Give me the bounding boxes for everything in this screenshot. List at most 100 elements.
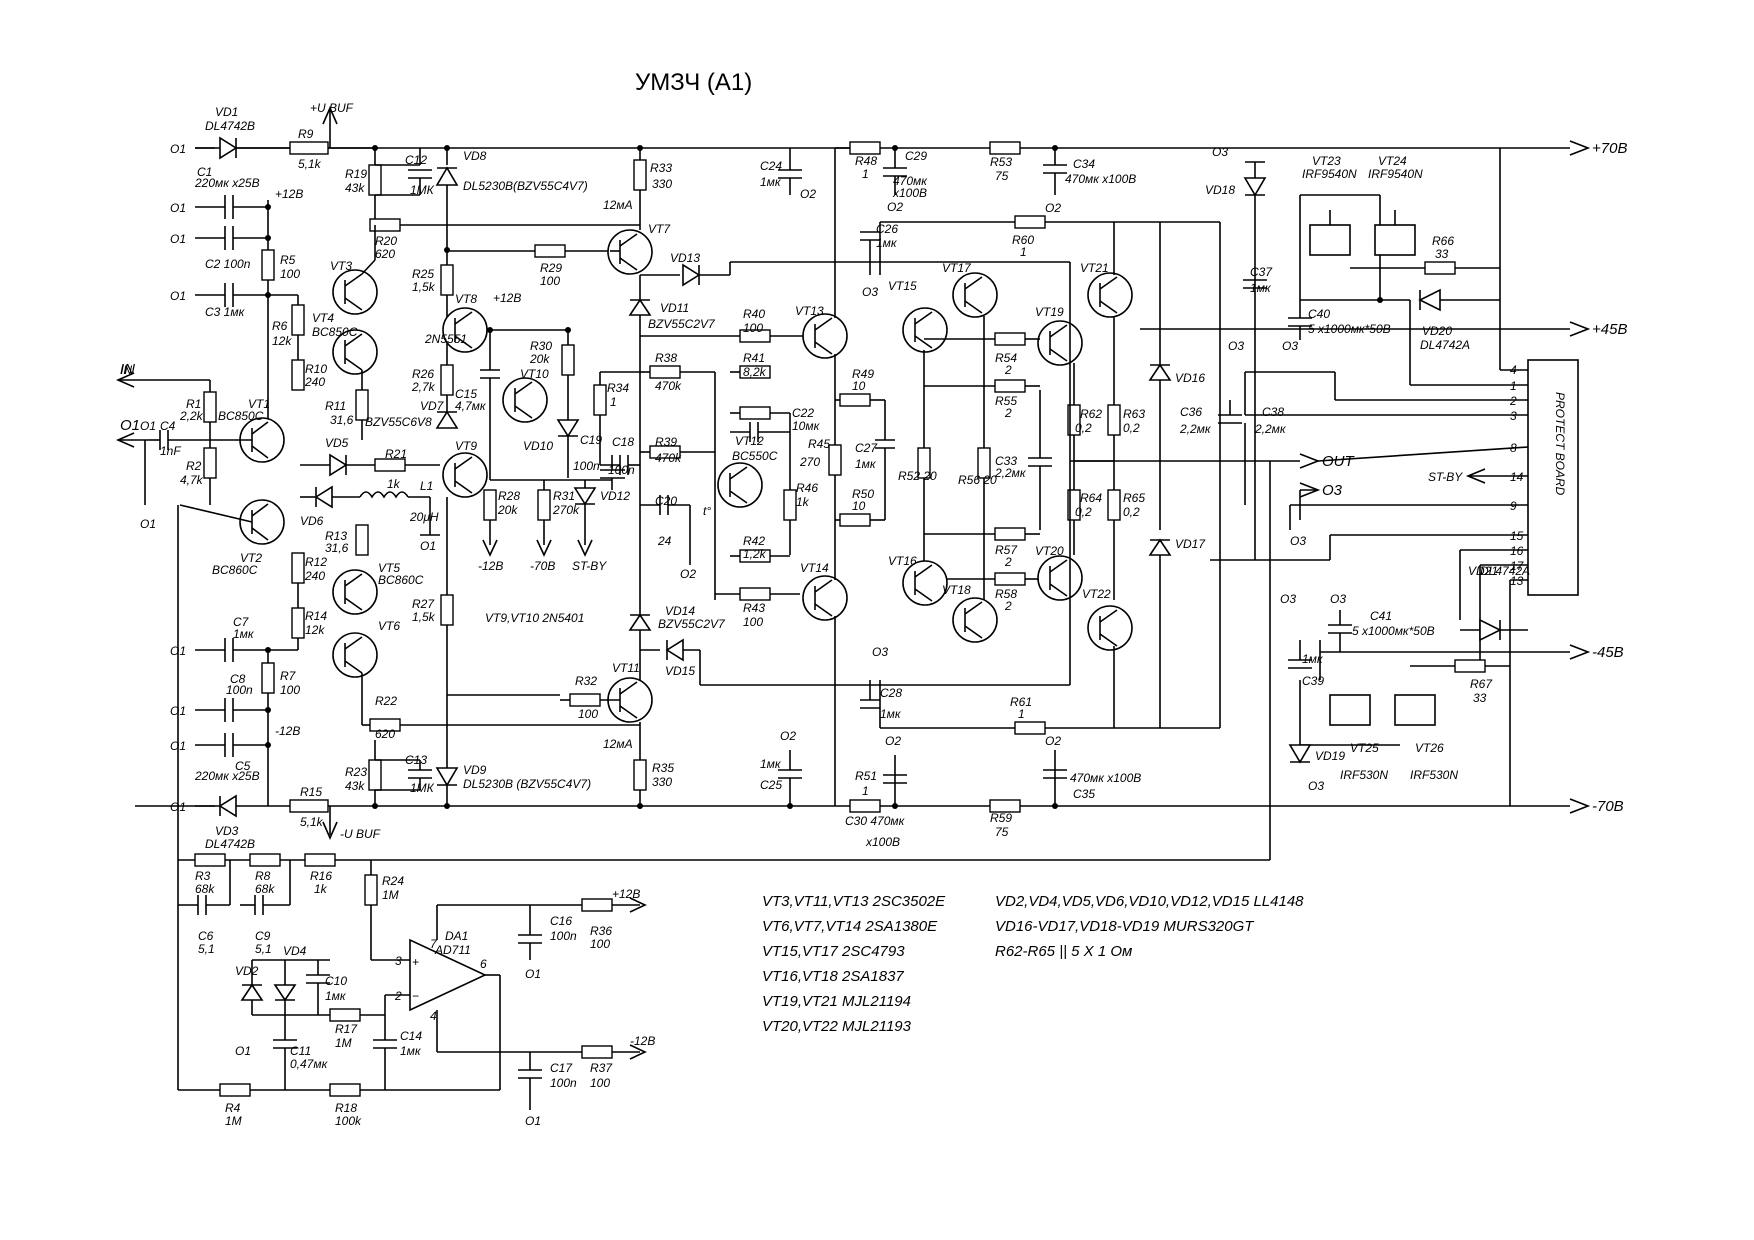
component-label-l100: C15 [455, 387, 477, 401]
component-label-l261: DL4742A [1480, 564, 1530, 578]
component-label-l271: IRF530N [1340, 768, 1388, 782]
component-label-l214: R56 20 [958, 473, 997, 487]
component-label-l152: R41 [743, 351, 765, 365]
component-label-l26: R6 [272, 319, 288, 333]
component-label-l32: R11 [325, 399, 346, 413]
component-label-l76: 620 [375, 727, 395, 741]
component-label-l70: О1 [170, 704, 186, 718]
component-label-l266: R67 [1470, 677, 1493, 691]
component-label-l165: VT14 [800, 561, 829, 575]
component-label-l318: 4 [430, 1009, 437, 1023]
protect-pin-9: 9 [1510, 499, 1517, 513]
protect-pin-16: 16 [1510, 544, 1524, 558]
component-label-l62: R14 [305, 609, 327, 623]
component-label-l12: C2 100n [205, 257, 251, 271]
o3-label: О3 [1322, 482, 1343, 499]
rail-plus-45v: +45В [1592, 321, 1627, 338]
component-label-l40: C4 [160, 419, 176, 433]
component-label-l248: IRF9540N [1302, 167, 1357, 181]
component-label-l167: 270 [799, 455, 820, 469]
note-line-5: VT19,VT21 MJL21194 [762, 993, 911, 1010]
component-label-l42: R2 [186, 459, 202, 473]
component-label-l193: х100В [865, 835, 900, 849]
component-label-l150: 100 [743, 321, 763, 335]
component-label-l278: R16 [310, 869, 332, 883]
component-label-l258: О3 [1280, 592, 1296, 606]
component-label-l124: VD11 [660, 301, 689, 315]
component-label-l285: 5,1 [255, 942, 272, 956]
component-label-l254: 5 х1000мк*50В [1308, 322, 1391, 336]
component-label-l215: C33 [995, 454, 1017, 468]
component-label-l115: -70В [530, 559, 555, 573]
component-label-l228: VT22 [1082, 587, 1111, 601]
component-label-l24: 620 [375, 247, 395, 261]
component-label-l197: 470мк х100В [1065, 172, 1136, 186]
component-label-l5: C1 [197, 165, 212, 179]
protect-wires: ST-BY [1210, 148, 1529, 806]
component-label-l118: 1,5k [412, 610, 436, 624]
component-label-l55: 31,6 [325, 541, 349, 555]
component-label-l73: C5 [235, 759, 251, 773]
component-label-l36: 2,2k [179, 409, 204, 423]
component-label-l18: 43k [345, 181, 365, 195]
component-label-l245: C38 [1262, 405, 1284, 419]
component-label-l233: C35 [1073, 787, 1095, 801]
component-label-l30: R10 [305, 362, 327, 376]
component-label-l212: 0,2 [1123, 421, 1140, 435]
component-label-l274: R3 [195, 869, 211, 883]
protect-board-label: PROTECT BOARD [1553, 392, 1567, 496]
component-label-l281: 1M [382, 888, 399, 902]
component-label-l13: R5 [280, 253, 296, 267]
component-label-l225: VT20 [1035, 544, 1064, 558]
component-label-l263: 5 х1000мк*50В [1352, 624, 1435, 638]
component-label-l51: О1 [420, 539, 436, 553]
protect-pin-15: 15 [1510, 529, 1524, 543]
component-label-l194: R53 [990, 155, 1012, 169]
component-label-l182: C27 [855, 441, 878, 455]
component-label-l207: R55 [995, 394, 1017, 408]
component-label-l41: 1nF [160, 444, 181, 458]
note-line-7: VD2,VD4,VD5,VD6,VD10,VD12,VD15 LL4148 [995, 893, 1304, 910]
component-label-l204: VT19 [1035, 305, 1064, 319]
component-label-l174: 470мк [893, 174, 928, 188]
component-label-l294: О1 [525, 967, 541, 981]
component-label-l61: 1мк [233, 627, 255, 641]
component-label-l163: R43 [743, 601, 765, 615]
component-label-l243: C36 [1180, 405, 1202, 419]
component-label-l288: C10 [325, 974, 347, 988]
component-label-l67: 100n [226, 683, 253, 697]
component-label-l23: R20 [375, 234, 397, 248]
component-label-l180: R49 [852, 367, 874, 381]
component-label-l46: R21 [385, 447, 407, 461]
component-label-l71: О1 [170, 739, 186, 753]
component-label-l303: C11 [290, 1044, 311, 1058]
component-label-l112: 270k [552, 503, 580, 517]
protect-pin-14: 14 [1510, 470, 1524, 484]
component-label-l45: VD5 [325, 436, 349, 450]
component-label-l144: R35 [652, 761, 674, 775]
component-label-l109: R28 [498, 489, 520, 503]
component-label-l75: R22 [375, 694, 397, 708]
component-label-l9: О1 [170, 201, 186, 215]
component-label-l241: 1мк [1250, 281, 1272, 295]
component-label-l91: R29 [540, 261, 562, 275]
component-label-l125: BZV55C2V7 [648, 317, 716, 331]
component-label-l185: 10 [852, 499, 866, 513]
component-label-l19: C12 [405, 153, 427, 167]
bom-notes: VT3,VT11,VT13 2SC3502E VT6,VT7,VT14 2SA1… [485, 611, 1304, 1035]
component-label-l132: R39 [655, 435, 677, 449]
component-label-l80: 1МК [410, 781, 435, 795]
component-label-l15: О1 [170, 289, 186, 303]
component-label-l53: BC860C [212, 563, 258, 577]
component-label-l244: 2,2мк [1179, 422, 1212, 436]
component-label-l240: C37 [1250, 265, 1273, 279]
component-label-l260: VD21 [1468, 564, 1498, 578]
component-label-l47: 1k [387, 477, 401, 491]
component-label-l187: C28 [880, 686, 902, 700]
component-label-l141: 100 [578, 707, 598, 721]
component-label-l93: +12В [493, 291, 521, 305]
component-label-l57: 240 [304, 569, 325, 583]
rail-filter-stage [1218, 161, 1528, 764]
component-label-l101: 4,7мк [455, 399, 487, 413]
o3-pin9: О3 [1290, 534, 1306, 548]
